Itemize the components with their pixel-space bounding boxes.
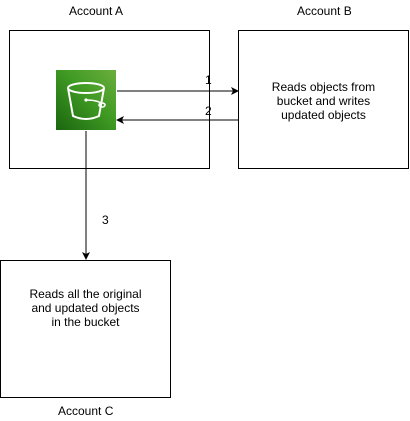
account-b-label: Account B — [297, 4, 352, 18]
account-a-label: Account A — [69, 4, 124, 18]
account-c-description: Reads all the original and updated objec… — [29, 287, 142, 329]
step-2-label: 2 — [205, 104, 212, 118]
account-b-description: Reads objects from bucket and writes upd… — [271, 80, 376, 122]
s3-bucket-icon — [56, 70, 116, 130]
account-c-label: Account C — [58, 404, 114, 418]
account-b-box: Reads objects from bucket and writes upd… — [238, 30, 409, 169]
step-3-label: 3 — [102, 213, 109, 227]
account-c-box: Reads all the original and updated objec… — [0, 260, 171, 398]
step-1-label: 1 — [205, 73, 212, 87]
bucket-glyph — [67, 82, 106, 120]
